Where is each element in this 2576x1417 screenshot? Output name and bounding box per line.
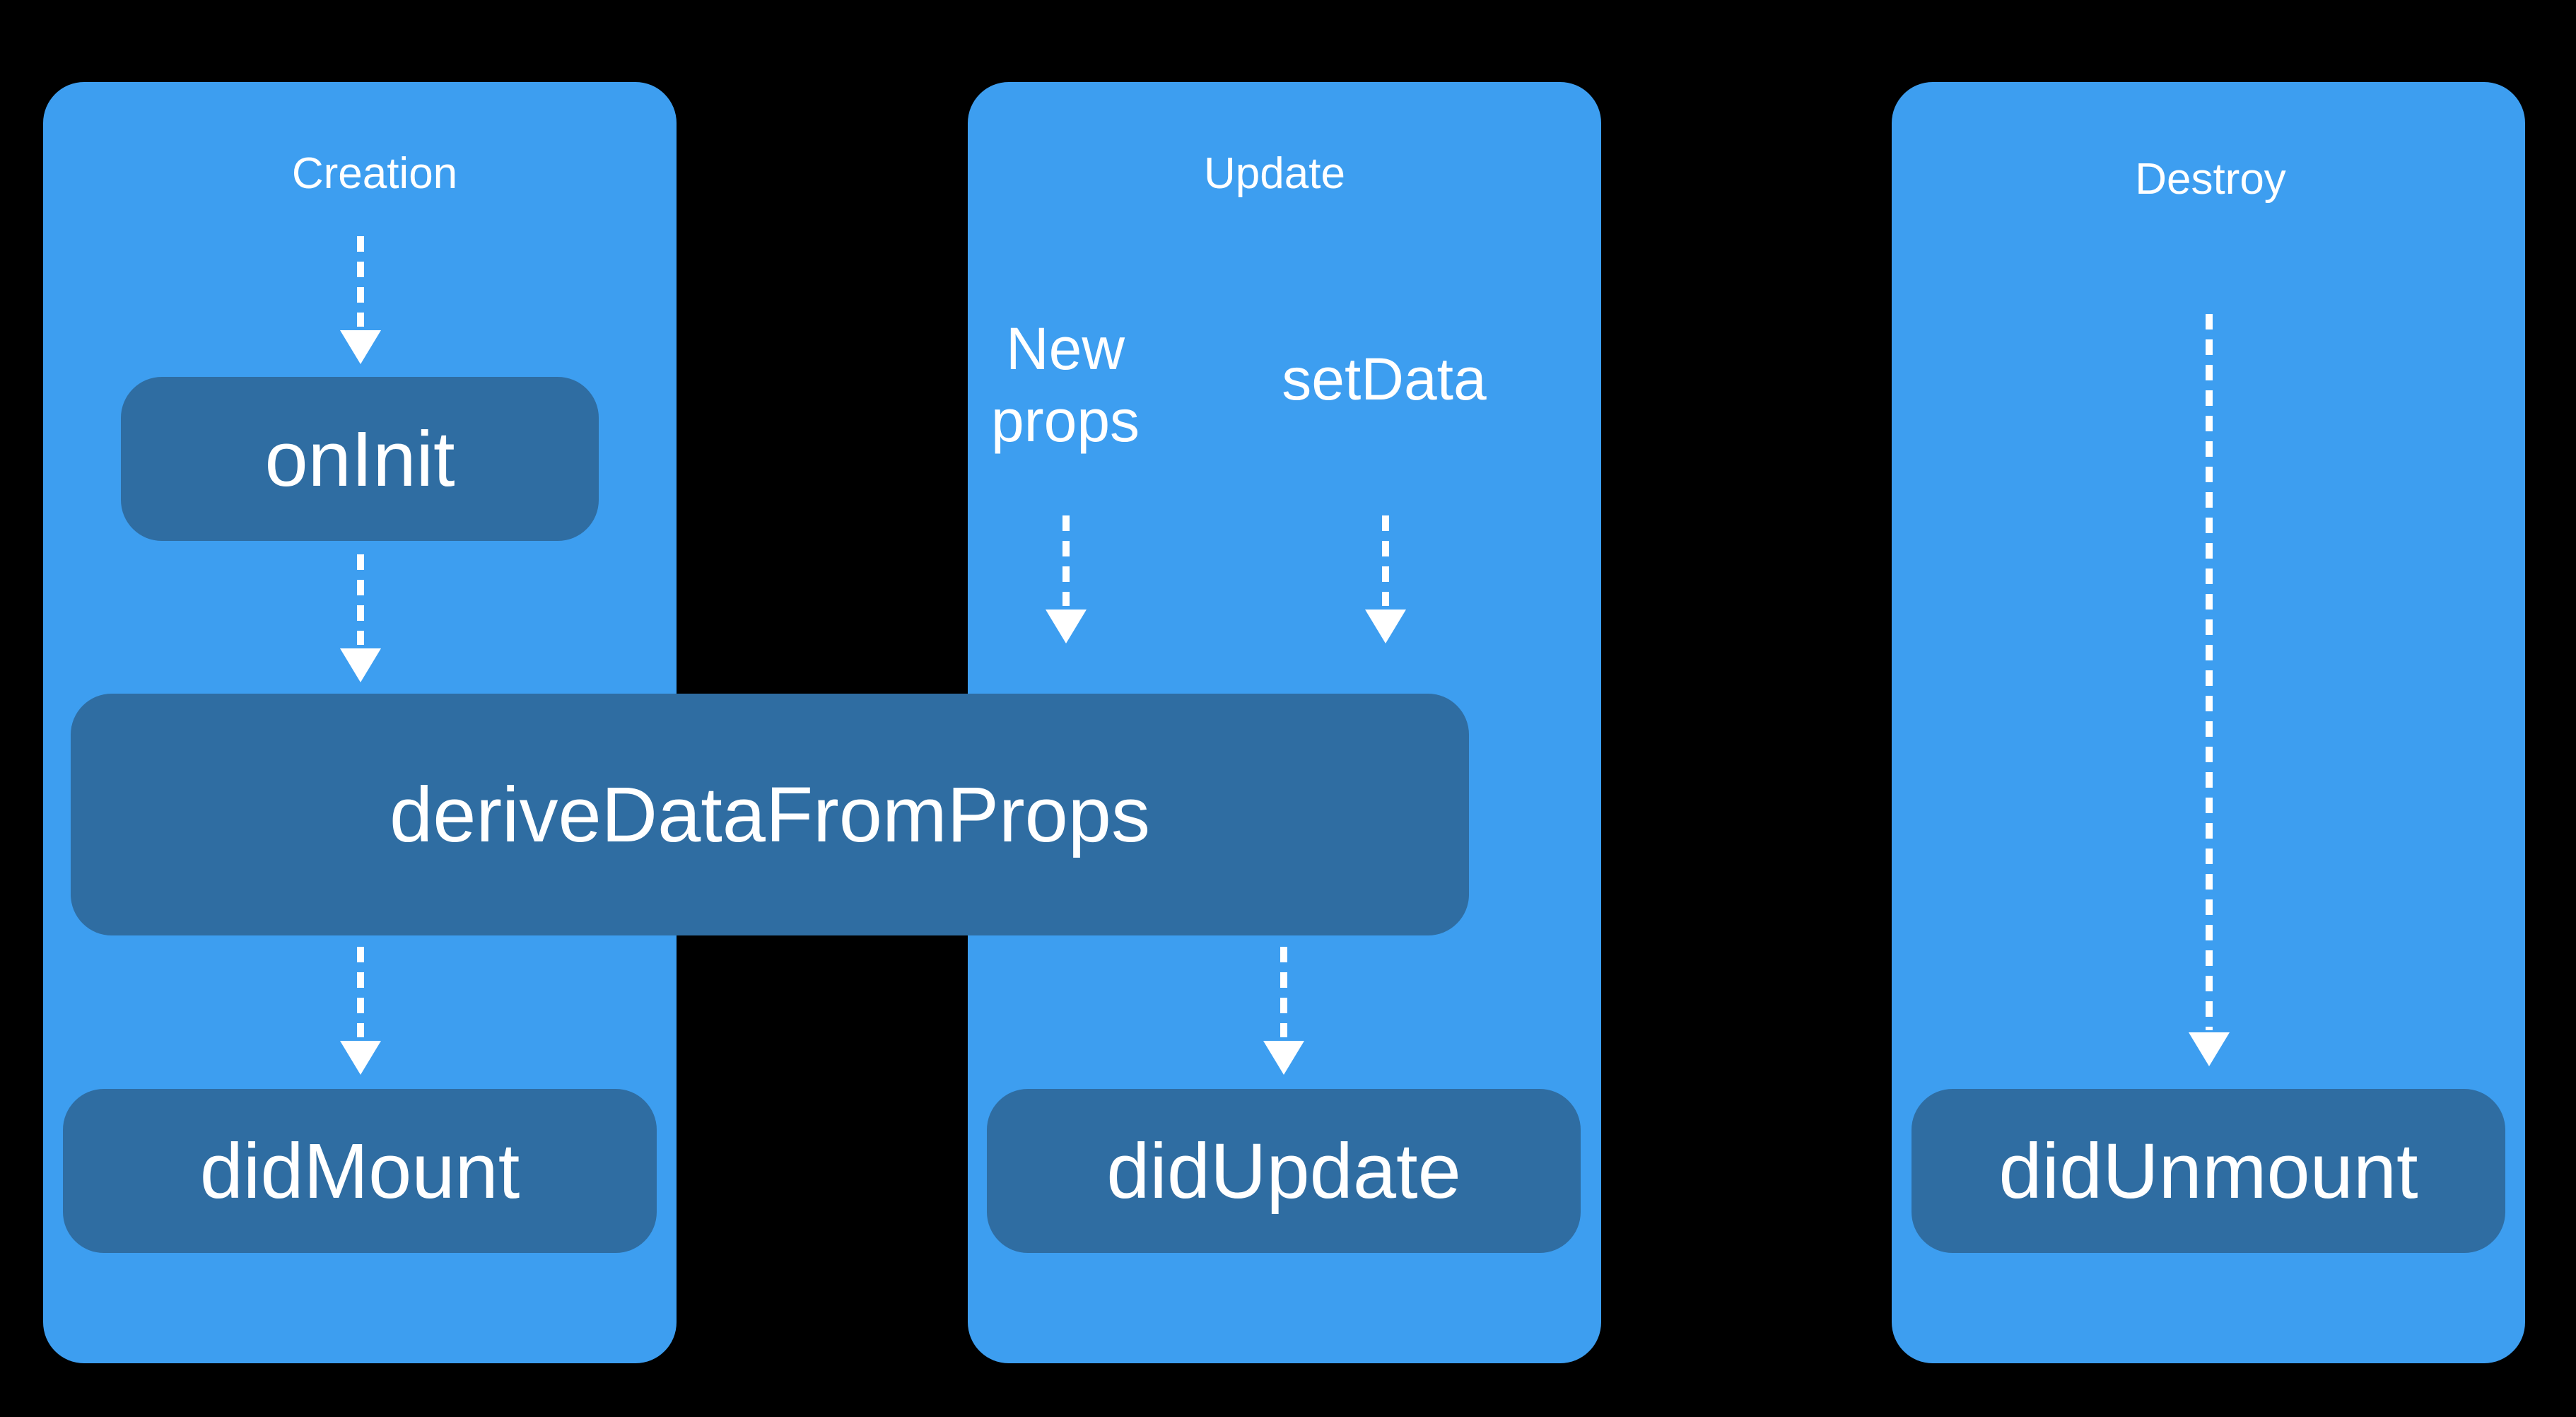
- creation-title: Creation: [291, 149, 458, 198]
- arrow-down-icon: [2189, 314, 2230, 1066]
- arrow-down-icon: [340, 554, 381, 682]
- on-init-box: onInit: [121, 377, 599, 541]
- arrow-down-icon: [1263, 947, 1304, 1075]
- arrow-down-icon: [340, 236, 381, 364]
- did-update-box: didUpdate: [987, 1089, 1581, 1253]
- derive-data-from-props-box: deriveDataFromProps: [71, 694, 1469, 935]
- did-unmount-box: didUnmount: [1911, 1089, 2505, 1253]
- update-title: Update: [1204, 149, 1345, 198]
- new-props-trigger: New props: [990, 315, 1140, 454]
- did-mount-box: didMount: [63, 1089, 657, 1253]
- arrow-down-icon: [340, 947, 381, 1075]
- destroy-title: Destroy: [2135, 155, 2286, 204]
- set-data-trigger: setData: [1282, 346, 1487, 412]
- arrow-down-icon: [1046, 515, 1087, 643]
- arrow-down-icon: [1365, 515, 1406, 643]
